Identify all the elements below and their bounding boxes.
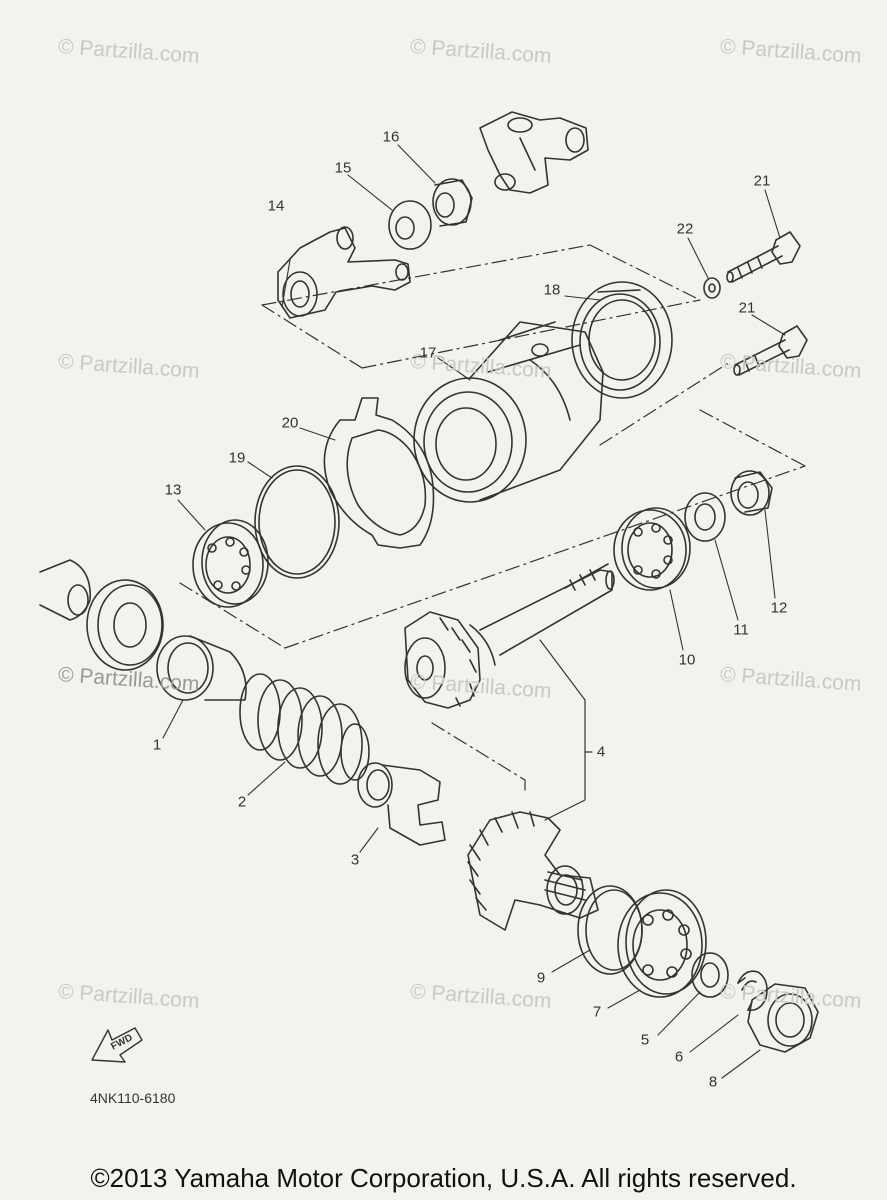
part-13-bearing [192,519,269,608]
part-11-washer [684,492,726,542]
part-16-nut [432,178,473,227]
callout-10[interactable]: 10 [678,651,696,669]
callout-13[interactable]: 13 [164,481,182,499]
part-21-bolt-lower [733,325,808,376]
pinion-shaft [469,563,615,666]
part-10-bearing [613,507,691,591]
part-7-bearing [617,889,707,998]
callout-12[interactable]: 12 [770,599,788,617]
callout-3[interactable]: 3 [350,851,360,869]
diagram-part-number: 4NK110-6180 [90,1090,176,1106]
part-22-washer [703,277,721,299]
part-19-o-ring [254,465,340,579]
part-20-shim-plate [323,397,435,549]
callout-21-lower[interactable]: 21 [738,299,756,317]
part-1-collar [156,635,247,701]
pinion-gear [404,611,481,709]
callout-11[interactable]: 11 [733,621,749,639]
fwd-label: FWD [109,1032,134,1052]
callout-18[interactable]: 18 [543,281,561,299]
callout-16[interactable]: 16 [382,128,400,146]
callout-6[interactable]: 6 [674,1048,684,1066]
leader-4 [539,639,593,821]
drive-shaft-stub [39,559,91,621]
part-9-shim [577,885,643,975]
callout-17[interactable]: 17 [419,344,437,362]
copyright-notice: ©2013 Yamaha Motor Corporation, U.S.A. A… [90,1163,797,1193]
callout-14[interactable]: 14 [267,197,285,215]
callout-21-upper[interactable]: 21 [753,172,771,190]
part-15-washer [388,200,432,250]
callout-19[interactable]: 19 [228,449,246,467]
part-2-spring [239,673,370,785]
part-5-washer [691,952,729,998]
callout-2[interactable]: 2 [237,793,247,811]
callout-20[interactable]: 20 [281,414,299,432]
part-18-bearing-housing [571,281,673,399]
part-8-nut [747,983,819,1053]
callout-5[interactable]: 5 [640,1031,650,1049]
left-seal [86,579,164,671]
gear-group-bracket [431,722,526,791]
callout-22[interactable]: 22 [676,220,694,238]
callout-9[interactable]: 9 [536,969,546,987]
ring-gear [467,811,599,931]
middle-group-boundary [179,361,806,649]
callout-15[interactable]: 15 [334,159,352,177]
part-21-bolt-upper [726,231,801,283]
callout-7[interactable]: 7 [592,1003,602,1021]
part-17-housing [413,321,604,503]
part-14-yoke [277,226,411,319]
part-3-damper-cam [357,762,446,846]
leader-lines [162,144,786,1079]
part-12-nut [730,470,773,516]
callout-8[interactable]: 8 [708,1073,718,1091]
universal-joint [479,111,589,194]
fwd-arrow [91,1027,143,1063]
callout-1[interactable]: 1 [152,736,162,754]
callout-4[interactable]: 4 [596,743,606,761]
